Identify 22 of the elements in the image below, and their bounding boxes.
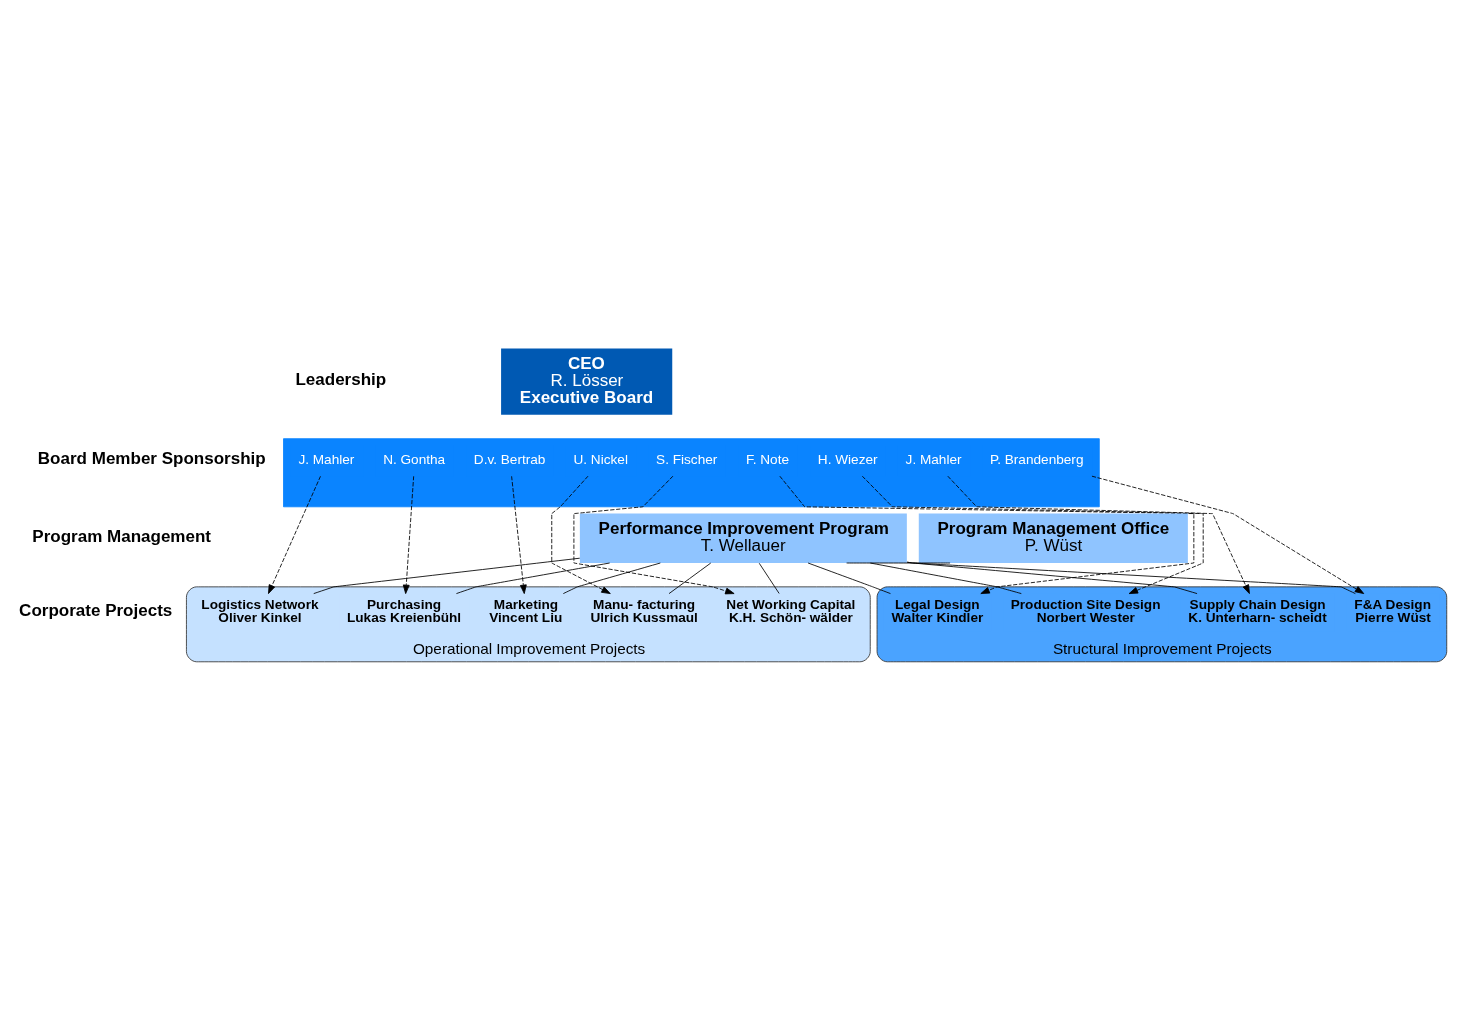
label: Board Member Sponsorship xyxy=(37,449,266,469)
node-text: Legal Design Walter Kindler xyxy=(891,596,984,626)
label: Leadership xyxy=(295,370,387,390)
node-text: F. Note xyxy=(745,452,790,468)
node-text: J. Mahler xyxy=(905,452,962,468)
label: Corporate Projects xyxy=(19,600,173,620)
node-text: Manu- facturing Ulrich Kussmaul xyxy=(590,596,698,626)
node-text: U. Nickel xyxy=(573,452,628,468)
node-text: H. Wiezer xyxy=(817,452,878,468)
node-text: Purchasing Lukas Kreienbühl xyxy=(346,596,462,626)
node-text: Logistics Network Oliver Kinkel xyxy=(201,596,319,626)
node-text: N. Gontha xyxy=(383,452,446,468)
label: Program Management xyxy=(32,526,212,546)
node-text: F&A Design Pierre Wüst xyxy=(1354,596,1431,626)
node-text: P. Brandenberg xyxy=(989,452,1084,468)
node-text: D.v. Bertrab xyxy=(473,452,546,468)
node-text: Net Working Capital K.H. Schön- wälder xyxy=(726,596,856,626)
node-text: Supply Chain Design K. Unterharn- scheidt xyxy=(1188,596,1327,626)
node-text: Production Site Design Norbert Wester xyxy=(1010,596,1161,626)
node-text: J. Mahler xyxy=(298,452,355,468)
node-text: Marketing Vincent Liu xyxy=(489,596,563,626)
node-text: S. Fischer xyxy=(656,452,718,468)
